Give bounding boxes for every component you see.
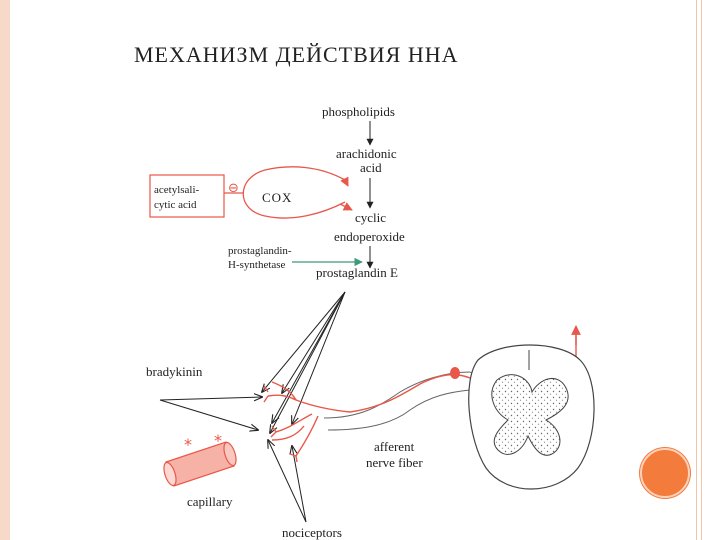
- arachidonic-label-line1: arachidonic: [336, 146, 397, 161]
- prostaglandin-e-label: prostaglandin E: [316, 265, 398, 280]
- acetylsalicylic-acid-box: [149, 174, 225, 218]
- prostaglandin-effect-arrows: [262, 291, 346, 433]
- nociceptor-arrows: [268, 440, 307, 523]
- cyclic-label-line1: cyclic: [355, 210, 386, 225]
- slide-right-rule: [696, 0, 697, 540]
- acetylsalicylic-label-line2: cytic acid: [154, 199, 197, 211]
- ganglion-cell: [450, 367, 460, 379]
- afferent-label-line1: afferent: [374, 439, 415, 454]
- slide-right-rule-2: [701, 0, 702, 540]
- slide-title: МЕХАНИЗМ ДЕЙСТВИЯ ННА: [134, 42, 459, 67]
- afferent-label-line2: nerve fiber: [366, 455, 423, 470]
- capillary-tube: [163, 441, 237, 487]
- inhibit-minus-icon: ⊖: [228, 181, 239, 196]
- acetylsalicylic-label-line1: acetylsali-: [154, 184, 200, 196]
- synthetase-label-line1: prostaglandin-: [228, 245, 292, 257]
- star-marker-2: *: [214, 431, 222, 450]
- decorative-orange-circle: [640, 448, 690, 498]
- bradykinin-arrows: [159, 397, 262, 430]
- anatomy-group: bradykinin nociceptors * * capillary: [146, 291, 595, 540]
- star-marker-1: *: [184, 435, 192, 454]
- pathway-group: phospholipids arachidonic acid cyclic en…: [149, 104, 405, 280]
- nerve-endings: [263, 381, 351, 463]
- afferent-label-box: [364, 434, 430, 472]
- cyclic-label-line2: endoperoxide: [334, 229, 405, 244]
- nociceptors-label: nociceptors: [282, 525, 342, 540]
- cox-cycle-path: [242, 166, 346, 219]
- phospholipids-label: phospholipids: [322, 104, 395, 119]
- slide-left-border: [0, 0, 10, 540]
- cox-label: COX: [262, 190, 292, 205]
- arachidonic-label-line2: acid: [360, 160, 382, 175]
- capillary-label: capillary: [187, 494, 233, 509]
- spinal-cord: [468, 344, 595, 490]
- cox-cycle-arrow-out: [339, 202, 353, 211]
- bradykinin-label: bradykinin: [146, 364, 203, 379]
- cox-cycle-arrow-in: [340, 176, 349, 187]
- synthetase-label-line2: H-synthetase: [228, 259, 286, 271]
